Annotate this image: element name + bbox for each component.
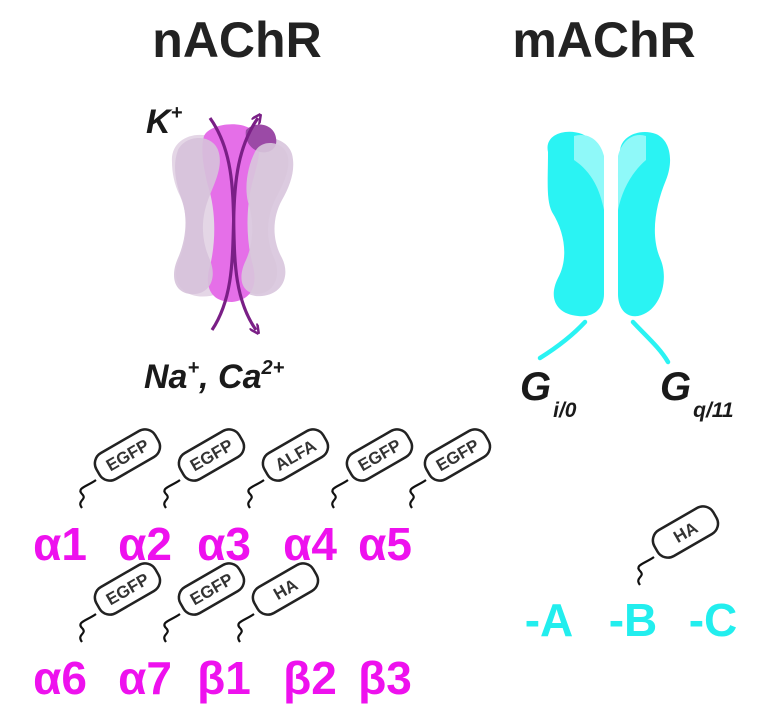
protein-tag-icon: EGFP (79, 428, 162, 509)
subunit-label: α1 (33, 518, 87, 570)
subunit-label: α6 (33, 652, 87, 704)
g-protein-i0-label: Gi/0 (520, 365, 577, 422)
tag-row-1: EGFP EGFP ALFA EGFP (79, 428, 492, 509)
subunit-label: β3 (358, 652, 412, 704)
protein-tag-icon: ALFA (247, 428, 330, 509)
protein-tag-icon: EGFP (331, 428, 414, 509)
machr-subtype-label: -B (609, 594, 658, 646)
nachr-title: nAChR (152, 12, 321, 68)
protein-tag-icon: HA (237, 562, 320, 643)
ion-flow-arrow-icon (208, 118, 258, 330)
ion-channel-icon (171, 124, 294, 302)
subunit-label: β2 (283, 652, 337, 704)
potassium-label: K+ (146, 102, 183, 141)
machr-title: mAChR (512, 12, 695, 68)
machr-subtype-row: -A -B -C (525, 594, 738, 646)
machr-subtype-label: -C (689, 594, 738, 646)
subunit-row-1: α1 α2 α3 α4 α5 (33, 518, 412, 570)
tag-row-2: EGFP EGFP HA (79, 562, 320, 643)
machr-subtype-label: -A (525, 594, 574, 646)
protein-tag-icon: EGFP (163, 428, 246, 509)
g-protein-q11-label: Gq/11 (660, 365, 734, 422)
protein-tag-icon: EGFP (79, 562, 162, 643)
protein-tag-icon: HA (637, 505, 720, 586)
sodium-calcium-label: Na+, Ca2+ (144, 357, 285, 396)
subunit-label: α4 (283, 518, 337, 570)
subunit-label: α2 (118, 518, 172, 570)
protein-tag-icon: EGFP (163, 562, 246, 643)
subunit-row-2: α6 α7 β1 β2 β3 (33, 652, 412, 704)
subunit-label: α7 (118, 652, 172, 704)
subunit-label: β1 (197, 652, 251, 704)
subunit-label: α3 (197, 518, 251, 570)
protein-tag-icon: EGFP (409, 428, 492, 509)
subunit-label: α5 (358, 518, 412, 570)
gpcr-receptor-icon (537, 131, 671, 365)
